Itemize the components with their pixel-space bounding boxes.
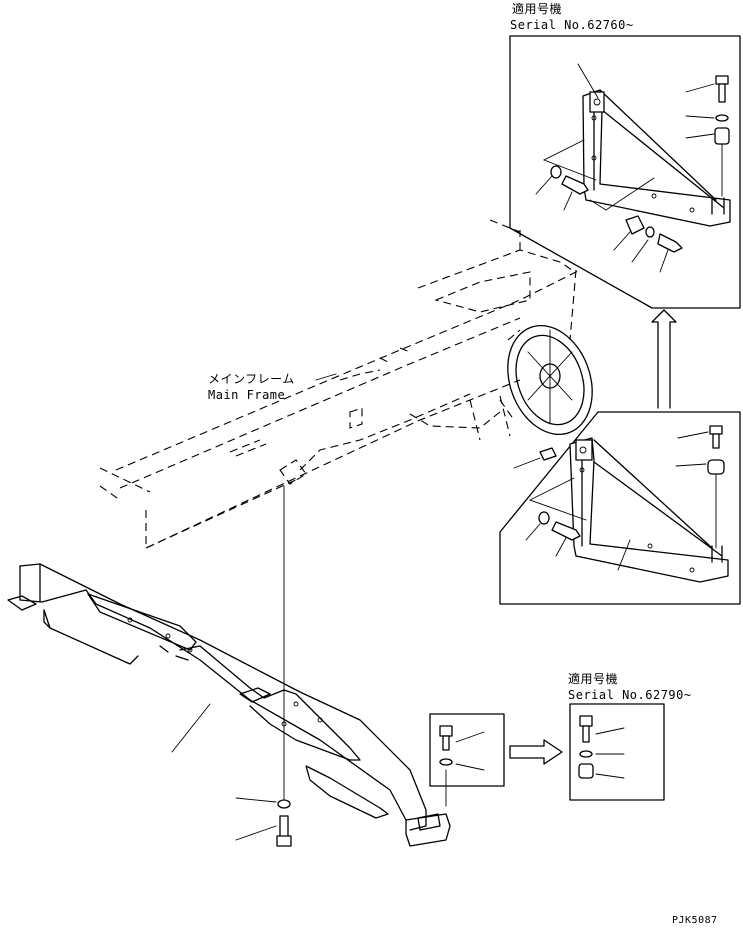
right-arrow [509,739,563,765]
inset-top-frame [509,35,741,309]
inset-mid-bracket [528,437,729,583]
inset-top-bracket [542,89,731,227]
inset-mid-bolt-2 [525,511,581,557]
main-frame-outline [99,219,581,549]
inset-mid-bolt-1 [675,425,725,549]
inset-top-serial-label: Serial No.62760~ [510,18,634,32]
inset-mid-frame [499,411,741,605]
inset-top-leader [577,63,599,99]
main-frame-leader [315,373,337,381]
inset-top-bolt-2 [535,165,589,211]
inset-bottom-frame [569,703,665,801]
washer-bolt-bottom [235,797,292,847]
up-arrow [651,309,677,409]
inset-top-bolt-3 [613,215,683,273]
drawing-code: PJK5087 [672,915,718,926]
inset-top-bolt-1 [685,75,730,197]
inset-bottom-serial-label: Serial No.62790~ [568,688,692,702]
main-frame-label-en: Main Frame [208,388,286,402]
lower-frame-assembly [7,563,451,847]
inset-top-applicability-label: 適用号機 [512,2,563,16]
callout-box [429,713,505,807]
inset-bottom-applicability-label: 適用号機 [568,672,619,686]
main-frame-label-jp: メインフレーム [208,372,295,386]
main-frame-wheel [499,324,593,436]
small-pin [513,447,557,469]
